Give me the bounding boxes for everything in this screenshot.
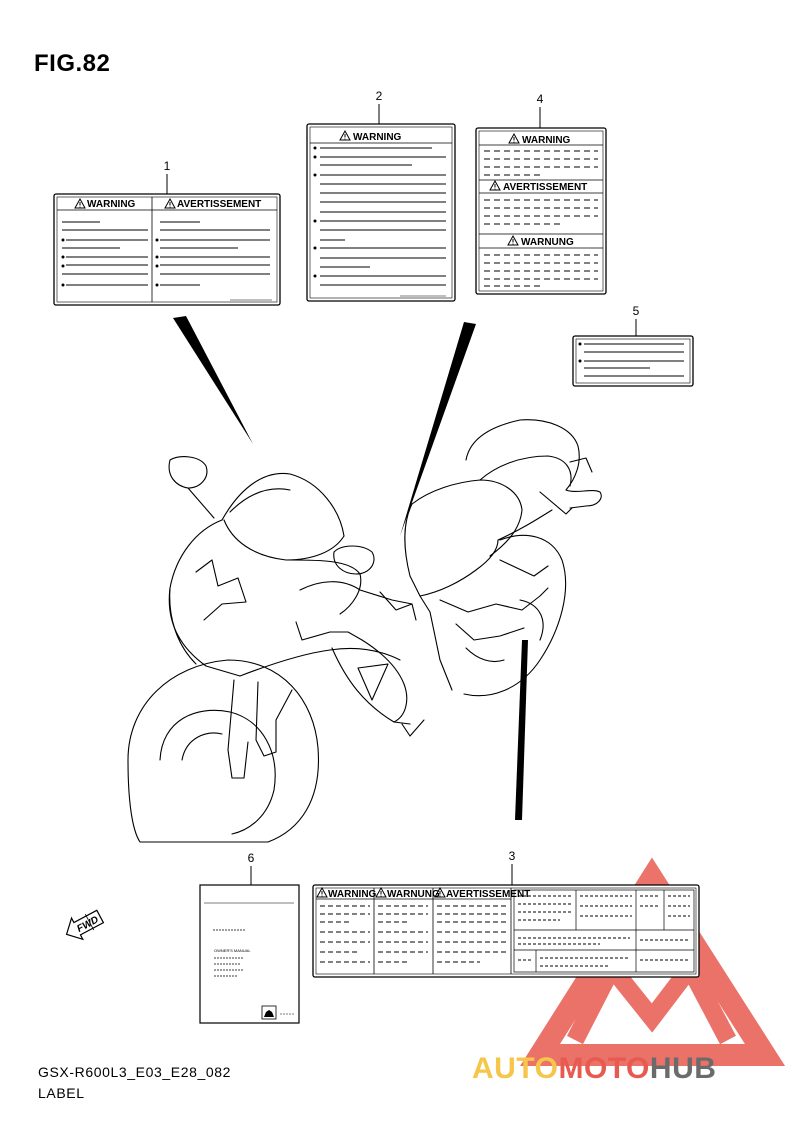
motorcycle-drawing xyxy=(127,419,602,843)
label4-avertissement-heading: AVERTISSEMENT xyxy=(503,182,587,193)
callout-5: 5 xyxy=(633,304,640,318)
label1-warning-heading: WARNING xyxy=(87,199,136,210)
watermark-text: AUTOMOTOHUB xyxy=(472,1052,716,1086)
label-5[interactable]: 5 xyxy=(572,304,694,387)
figure-code: GSX-R600L3_E03_E28_082 xyxy=(38,1064,232,1080)
manual-title: OWNER'S MANUAL xyxy=(214,948,251,953)
label3-warning-heading: WARNING xyxy=(328,889,377,900)
callout-4: 4 xyxy=(537,92,544,106)
label-2[interactable]: 2 WARNING xyxy=(306,89,456,302)
watermark-part-2: MOTO xyxy=(558,1052,650,1085)
label4-warning-heading: WARNING xyxy=(522,135,571,146)
callout-2: 2 xyxy=(376,89,383,103)
label3-avertissement-heading: AVERTISSEMENT xyxy=(446,889,530,900)
callout-1: 1 xyxy=(164,159,171,173)
label2-warning-heading: WARNING xyxy=(353,132,402,143)
watermark-part-1: AUTO xyxy=(472,1052,559,1085)
figure-title: FIG.82 xyxy=(34,50,111,77)
watermark-part-3: HUB xyxy=(649,1052,717,1085)
callout-3: 3 xyxy=(509,849,516,863)
pointer-wedges xyxy=(173,316,528,820)
label-1[interactable]: 1 WARNING AVERTISSEMENT xyxy=(53,159,281,306)
callout-6: 6 xyxy=(248,851,255,865)
label1-avertissement-heading: AVERTISSEMENT xyxy=(177,199,261,210)
fwd-label: FWD xyxy=(75,914,100,934)
label-4[interactable]: 4 WARNING AVERTISSEMENT WARNUNG xyxy=(475,92,607,295)
fwd-arrow-icon: FWD xyxy=(65,909,105,941)
label-3[interactable]: 3 WARNING WARNUNG AVERTISSEMENT xyxy=(312,849,700,978)
label3-warnung-heading: WARNUNG xyxy=(387,889,440,900)
label4-warnung-heading: WARNUNG xyxy=(521,237,574,248)
label-6-owners-manual[interactable]: 6 OWNER'S MANUAL xyxy=(199,851,300,1024)
figure-caption: LABEL xyxy=(38,1085,85,1101)
